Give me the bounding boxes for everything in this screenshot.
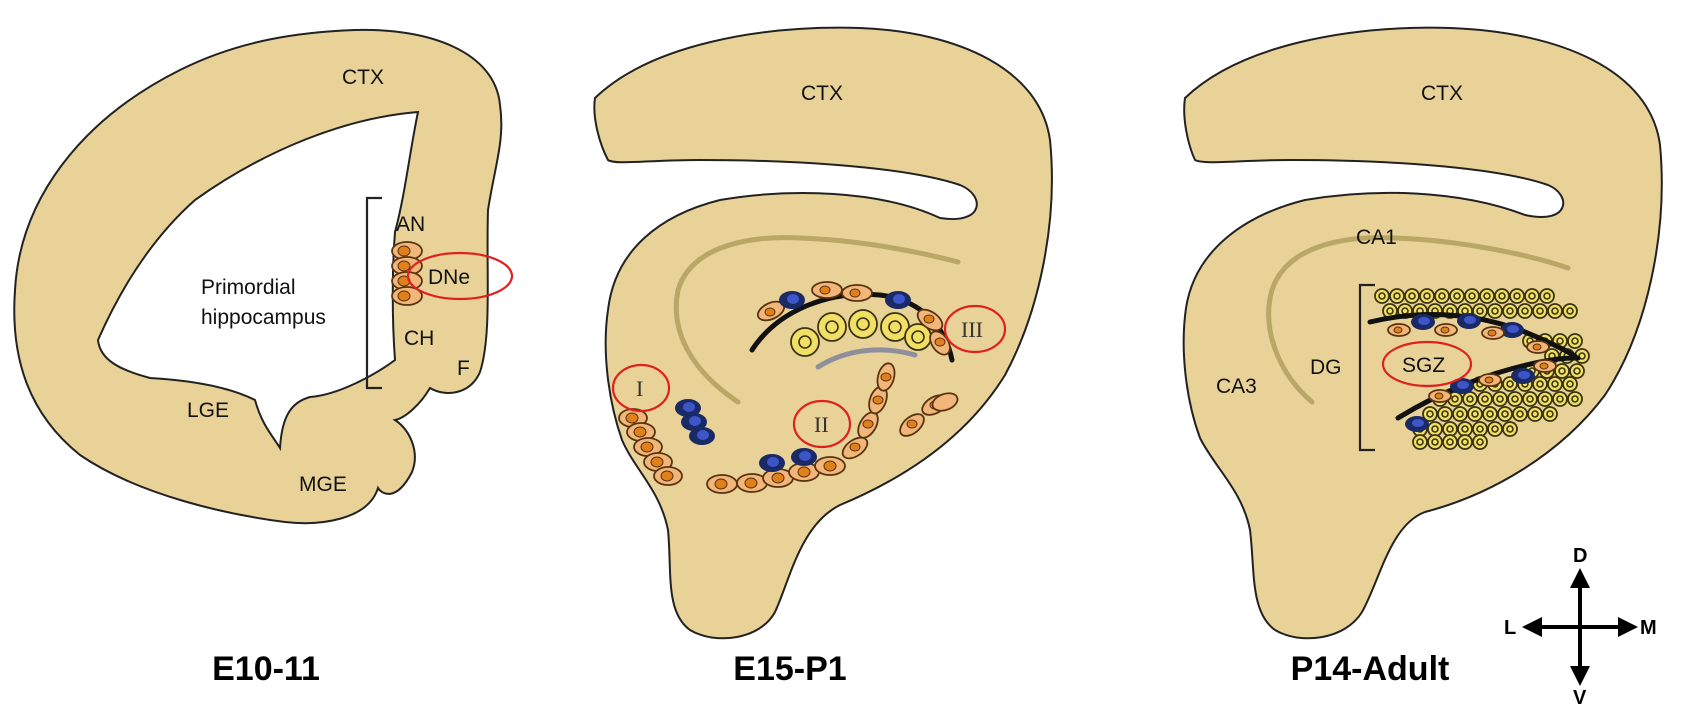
granule-cell [1570, 364, 1584, 378]
stage-label-1: E10-11 [212, 650, 320, 688]
primordial-label-line2: hippocampus [201, 306, 326, 329]
mge-label: MGE [299, 473, 347, 496]
dne-label: DNe [428, 266, 470, 289]
granule-cell [1420, 289, 1434, 303]
panel-e15-p1: CTX I II III E15-P1 [594, 28, 1052, 688]
granule-cell [1538, 392, 1552, 406]
granule-cell [1508, 392, 1522, 406]
ch-label: CH [404, 327, 434, 350]
granule-cell [1503, 422, 1517, 436]
granule-cell [1443, 435, 1457, 449]
panel-3-tissue [1184, 28, 1662, 639]
granule-cell [1480, 289, 1494, 303]
ctx-label-3: CTX [1421, 82, 1463, 105]
granule-cell [1463, 392, 1477, 406]
compass-lateral-label: L [1504, 617, 1516, 639]
ca3-label: CA3 [1216, 375, 1257, 398]
granule-cell [1528, 407, 1542, 421]
granule-cell [1563, 377, 1577, 391]
lge-label: LGE [187, 399, 229, 422]
granule-cell [1568, 334, 1582, 348]
wave-1-label: I [636, 376, 643, 401]
granule-cell [1458, 422, 1472, 436]
granule-cell [1458, 435, 1472, 449]
granule-cell [1473, 435, 1487, 449]
arrow-left-icon [1522, 617, 1542, 637]
granule-cell [1390, 289, 1404, 303]
granule-cell [1533, 377, 1547, 391]
granule-cell [1510, 289, 1524, 303]
granule-cell [1438, 407, 1452, 421]
granule-cell [1428, 435, 1442, 449]
ctx-label-1: CTX [342, 66, 384, 89]
wave-3-label: III [961, 317, 983, 342]
granule-cell [1493, 392, 1507, 406]
granule-cell [1468, 407, 1482, 421]
granule-cell [1525, 289, 1539, 303]
granule-cell [1413, 435, 1427, 449]
granule-cell [1553, 392, 1567, 406]
granule-cell [1548, 304, 1562, 318]
wave-2-label: II [814, 412, 829, 437]
arrow-down-icon [1570, 666, 1590, 686]
granule-cell [1435, 289, 1449, 303]
granule-cell [1488, 304, 1502, 318]
granule-cell [1523, 392, 1537, 406]
stage-label-2: E15-P1 [733, 650, 846, 688]
granule-cell [1453, 407, 1467, 421]
ca1-label: CA1 [1356, 226, 1397, 249]
ctx-label-2: CTX [801, 82, 843, 105]
panel-p14-adult: CTX CA1 CA3 DG SGZ P14-Adult [1184, 28, 1662, 688]
primordial-label-line1: Primordial [201, 276, 296, 299]
granule-cell [1563, 304, 1577, 318]
granule-cell [1555, 364, 1569, 378]
panel-e10-11: CTX AN DNe Primordial hippocampus CH F L… [14, 30, 512, 688]
sgz-label: SGZ [1402, 354, 1445, 377]
granule-cell [1495, 289, 1509, 303]
granule-cell [1450, 289, 1464, 303]
granule-cell [1488, 422, 1502, 436]
arrow-right-icon [1618, 617, 1638, 637]
dg-label: DG [1310, 356, 1342, 379]
granule-cell [1568, 392, 1582, 406]
granule-cell [1518, 304, 1532, 318]
an-label: AN [396, 213, 425, 236]
compass-dorsal-label: D [1573, 545, 1587, 567]
f-label: F [457, 357, 470, 380]
granule-cell [1543, 407, 1557, 421]
stage-label-3: P14-Adult [1291, 650, 1450, 688]
granule-cell [1443, 422, 1457, 436]
arrow-up-icon [1570, 568, 1590, 588]
granule-cell [1540, 289, 1554, 303]
granule-cell [1548, 377, 1562, 391]
granule-cell [1405, 289, 1419, 303]
granule-cell [1498, 407, 1512, 421]
granule-cell [1533, 304, 1547, 318]
compass-ventral-label: V [1573, 687, 1587, 707]
granule-cell [1428, 422, 1442, 436]
compass-medial-label: M [1640, 617, 1657, 639]
granule-cell [1483, 407, 1497, 421]
granule-cell [1473, 422, 1487, 436]
granule-cell [1513, 407, 1527, 421]
granule-cell [1465, 289, 1479, 303]
granule-cell [1503, 304, 1517, 318]
orientation-compass: D V L M [1504, 545, 1657, 707]
granule-cell [1375, 289, 1389, 303]
granule-cell [1478, 392, 1492, 406]
